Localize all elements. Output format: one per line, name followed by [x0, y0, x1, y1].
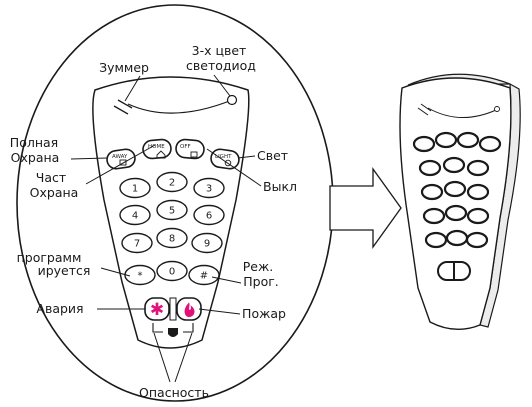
buzzer-grille [113, 99, 133, 115]
key-star-label: * [138, 271, 143, 282]
label-fire: Пожар [242, 306, 286, 321]
key-8-label: 8 [169, 234, 175, 245]
remote-small-panic-keys [437, 261, 471, 281]
key-hash-label: # [200, 271, 208, 282]
danger-bracket [152, 323, 194, 337]
label-programmed-line2: ируется [38, 263, 91, 278]
label-alarm: Авария [36, 301, 83, 316]
light-key[interactable]: LIGHT [210, 148, 240, 170]
label-programmed-line1: программ [17, 250, 82, 265]
asterisk-icon: ✱ [150, 300, 164, 320]
key-4-label: 4 [132, 211, 138, 222]
key-star[interactable]: * [124, 264, 156, 286]
key-hash[interactable]: # [188, 264, 220, 286]
home-icon [156, 150, 166, 159]
key-5[interactable]: 5 [156, 199, 188, 221]
pointer-lines [70, 74, 262, 383]
lock-icon [119, 159, 127, 166]
key-7-label: 7 [134, 239, 140, 250]
label-off: Выкл [263, 179, 297, 194]
label-buzzer: Зуммер [99, 60, 149, 75]
key-6[interactable]: 6 [193, 204, 225, 226]
bulb-icon [224, 159, 232, 167]
remote-small [399, 73, 521, 330]
flame-icon [184, 302, 195, 318]
home-key[interactable]: HOME [142, 138, 172, 160]
remote-small-arc [427, 107, 497, 119]
arrow-icon [329, 166, 402, 250]
label-prog-mode-line2: Прог. [243, 274, 279, 289]
key-7[interactable]: 7 [121, 232, 153, 254]
key-9-label: 9 [204, 239, 210, 250]
key-0[interactable]: 0 [156, 260, 188, 282]
remote-small-keys [412, 131, 502, 249]
shield-icon [168, 328, 178, 337]
label-danger: Опасность [139, 385, 209, 400]
label-full-arm-line2: Охрана [11, 150, 60, 165]
remote-small-grille [417, 103, 432, 116]
unlock-icon [190, 151, 198, 158]
led-indicator [226, 94, 238, 106]
label-prog-mode-line1: Реж. [243, 259, 273, 274]
label-full-arm-line1: Полная [10, 135, 58, 150]
key-3-label: 3 [206, 184, 212, 195]
key-8[interactable]: 8 [156, 227, 188, 249]
function-keys: AWAY HOME OFF LIGHT [106, 138, 240, 170]
key-divider [169, 297, 177, 321]
key-4[interactable]: 4 [119, 204, 151, 226]
label-led-line1: 3-х цвет [192, 43, 247, 58]
label-part-arm-line1: Част [36, 170, 66, 185]
remote-small-led [494, 106, 500, 112]
key-5-label: 5 [169, 206, 175, 217]
top-arc [127, 99, 233, 114]
key-6-label: 6 [206, 211, 212, 222]
fire-key[interactable] [176, 297, 202, 321]
key-3[interactable]: 3 [193, 177, 225, 199]
key-1-label: 1 [132, 184, 138, 195]
label-led-line2: светодиод [186, 58, 256, 73]
off-key[interactable]: OFF [175, 138, 205, 160]
off-key-label: OFF [180, 144, 191, 150]
numeric-keypad: 1 2 3 4 5 6 7 8 9 * 0 # [119, 171, 225, 286]
key-0-label: 0 [169, 267, 175, 278]
key-2-label: 2 [169, 178, 175, 189]
away-key[interactable]: AWAY [106, 148, 136, 170]
label-light: Свет [257, 148, 288, 163]
key-9[interactable]: 9 [191, 232, 223, 254]
light-key-label: LIGHT [215, 154, 232, 160]
away-key-label: AWAY [112, 154, 128, 160]
key-2[interactable]: 2 [156, 171, 188, 193]
panic-key[interactable]: ✱ [144, 297, 170, 321]
key-1[interactable]: 1 [119, 177, 151, 199]
label-part-arm-line2: Охрана [30, 185, 79, 200]
home-key-label: HOME [148, 144, 165, 150]
